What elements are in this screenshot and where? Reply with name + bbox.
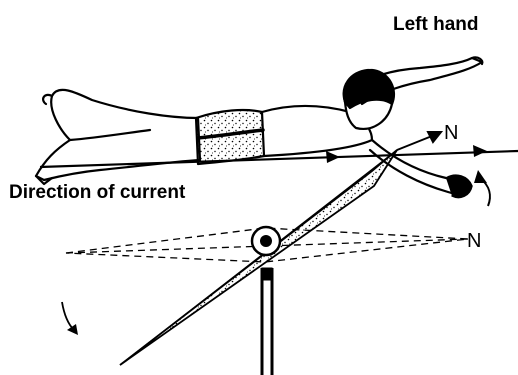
rotation-arrow-left <box>62 302 78 335</box>
north-pole-label-deflected: N <box>444 122 458 145</box>
compass-pivot-stand <box>262 268 272 375</box>
direction-of-current-label: Direction of current <box>9 182 185 204</box>
current-arrow-right <box>473 145 487 157</box>
current-arrow-mid <box>326 151 340 163</box>
swimmer-figure <box>36 57 482 197</box>
swimmer-left-hand <box>446 175 472 197</box>
deflection-arrow-top <box>397 132 441 150</box>
left-hand-label: Left hand <box>393 14 479 36</box>
rotation-arrow-right <box>474 170 490 206</box>
compass-pivot <box>252 227 280 255</box>
north-pole-label-original: N <box>467 230 481 253</box>
